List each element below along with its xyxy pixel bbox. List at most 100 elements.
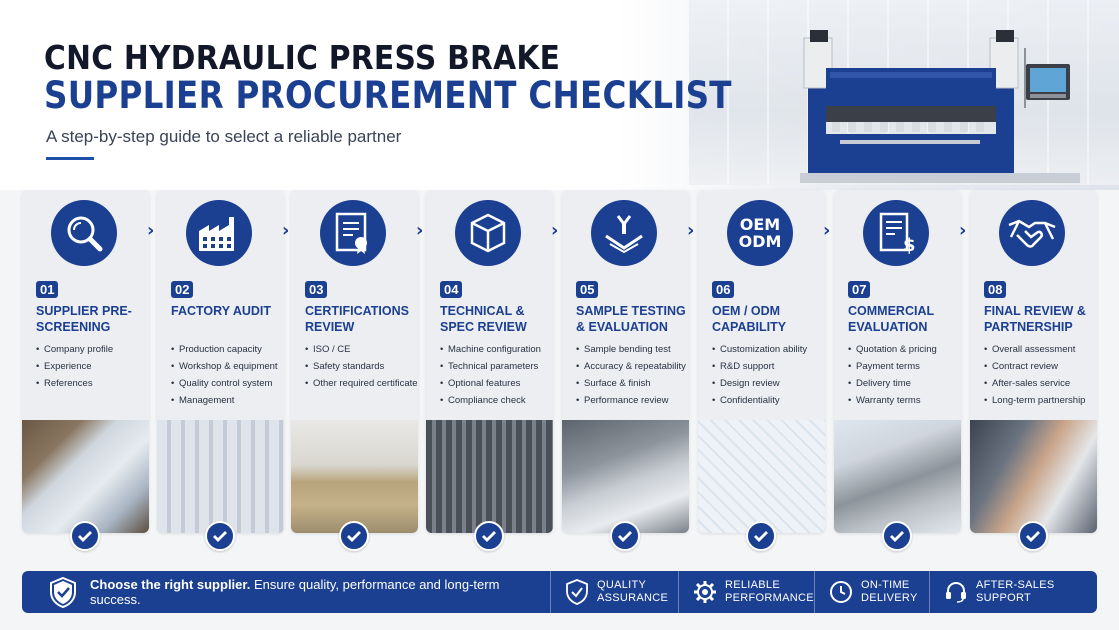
step-item: Quotation & pricing [848,341,961,358]
check-icon [610,521,640,551]
check-icon [339,521,369,551]
step-items: Quotation & pricingPayment termsDelivery… [848,341,961,409]
step-number: 02 [171,281,194,298]
press-brake-machine-image [800,30,1080,183]
step-title: FACTORY AUDIT [171,304,272,318]
step-item: Production capacity [171,341,284,358]
step-item: Confidentiality [712,392,825,409]
certificate-icon [320,200,386,266]
shield-check-icon [50,576,76,608]
step-item: Accuracy & repeatability [576,358,689,375]
factory-icon [186,200,252,266]
page-title-line1: CNC HYDRAULIC PRESS BRAKE [44,38,561,77]
chevron-right-icon: › [823,220,831,241]
svg-text:$: $ [903,235,915,255]
footer-message-rest: Ensure quality, performance and long-ter… [90,577,500,607]
step-item: Overall assessment [984,341,1097,358]
bending-icon [591,200,657,266]
page-title-line2: SUPPLIER PROCUREMENT CHECKLIST [44,74,732,117]
step-item: Optional features [440,375,553,392]
chevron-right-icon: › [687,220,695,241]
step-item: Management [171,392,284,409]
step-number: 01 [36,281,59,298]
step-item: Other required certificates [305,375,418,392]
step-item: Company profile [36,341,149,358]
check-icon [70,521,100,551]
calculator-photo [834,420,961,533]
step-item: Safety standards [305,358,418,375]
check-icon [746,521,776,551]
icon-text: ODM [738,232,782,251]
step-item: Quality control system [171,375,284,392]
step-item: Payment terms [848,358,961,375]
step-items: Production capacityWorkshop & equipmentQ… [171,341,284,409]
step-item: Machine configuration [440,341,553,358]
check-icon [474,521,504,551]
step-items: Customization abilityR&D supportDesign r… [712,341,825,409]
chevron-right-icon: › [959,220,967,241]
step-title: CERTIFICATIONS REVIEW [305,304,409,334]
handshake-icon [999,200,1065,266]
drawing-photo [698,420,825,533]
check-icon [1018,521,1048,551]
step-number: 05 [576,281,599,298]
step-item: Workshop & equipment [171,358,284,375]
step-title: COMMERCIAL EVALUATION [848,304,934,334]
chevron-right-icon: › [147,220,155,241]
step-item: ISO / CE [305,341,418,358]
step-title: TECHNICAL & SPEC REVIEW [440,304,527,334]
title-underline [46,157,94,160]
step-title: SAMPLE TESTING & EVALUATION [576,304,686,334]
magnifier-icon [51,200,117,266]
step-item: Sample bending test [576,341,689,358]
step-item: Warranty terms [848,392,961,409]
footer-message-bold: Choose the right supplier. [90,577,251,592]
step-item: Surface & finish [576,375,689,392]
chevron-right-icon: › [416,220,424,241]
step-item: Design review [712,375,825,392]
chevron-right-icon: › [551,220,559,241]
step-number: 04 [440,281,463,298]
tablet-photo [22,420,149,533]
gear-icon [694,581,716,603]
step-number: 03 [305,281,328,298]
clock-icon [830,581,852,603]
step-item: Performance review [576,392,689,409]
certificates-photo [291,420,418,533]
check-icon [205,521,235,551]
handshake-photo [970,420,1097,533]
step-title: SUPPLIER PRE-SCREENING [36,304,132,334]
caliper-photo [562,420,689,533]
shield-check-icon [566,579,588,605]
invoice-icon: $ [863,200,929,266]
step-items: Company profileExperienceReferences [36,341,149,392]
step-item: Technical parameters [440,358,553,375]
check-icon [882,521,912,551]
footer-banner: Choose the right supplier. Ensure qualit… [22,571,1097,613]
step-items: Sample bending testAccuracy & repeatabil… [576,341,689,409]
step-item: Delivery time [848,375,961,392]
step-item: Compliance check [440,392,553,409]
step-items: ISO / CESafety standardsOther required c… [305,341,418,392]
step-title: OEM / ODM CAPABILITY [712,304,787,334]
step-item: Long-term partnership [984,392,1097,409]
step-item: References [36,375,149,392]
tooling-photo [426,420,553,533]
step-number: 07 [848,281,871,298]
step-number: 08 [984,281,1007,298]
step-item: Experience [36,358,149,375]
